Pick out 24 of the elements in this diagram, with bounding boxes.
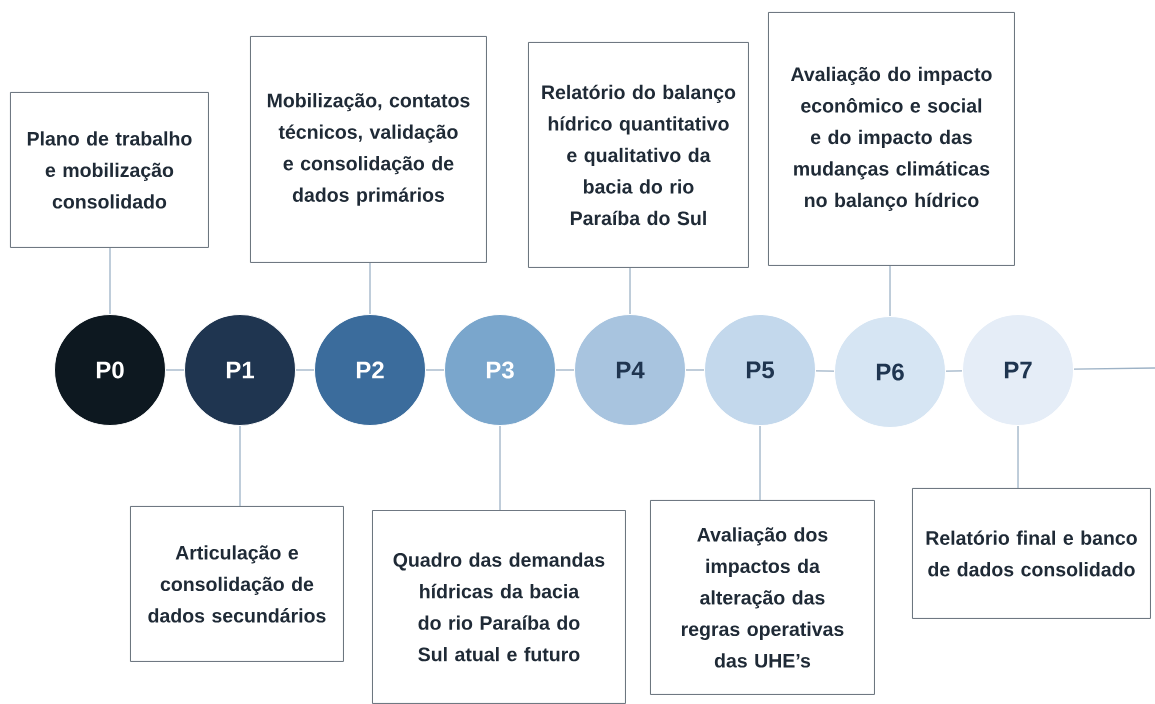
connector-line [239,425,241,507]
deliverable-box: Avaliação do impacto econômico e social e do impacto das mudanças climáticas no balanço hídrico [768,12,1015,266]
deliverable-box: Quadro das demandas hídricas da bacia do rio Paraíba do Sul atual e futuro [372,510,626,704]
connector-line [425,369,445,371]
connector-line [945,370,963,372]
connector-line [1073,367,1155,370]
deliverable-box: Relatório do balanço hídrico quantitativo e qualitativo da bacia do rio Paraíba do Sul [528,42,749,268]
connector-line [1017,425,1019,489]
deliverable-box: Plano de trabalho e mobilização consolidado [10,92,209,248]
connector-line [889,265,891,317]
connector-line [629,267,631,315]
connector-line [369,262,371,315]
connector-line [295,369,315,371]
deliverable-box: Articulação e consolidação de dados secundários [130,506,344,662]
deliverable-box: Avaliação dos impactos da alteração das regras operativas das UHE’s [650,500,875,695]
connector-line [815,370,835,372]
connector-line [499,425,501,511]
connector-line [555,369,575,371]
connector-line [759,425,761,501]
deliverable-box: Mobilização, contatos técnicos, validação e consolidação de dados primários [250,36,487,263]
connector-line [685,369,705,371]
connector-line [109,247,111,315]
deliverable-box: Relatório final e banco de dados consolidado [912,488,1151,619]
connector-line [165,369,185,371]
